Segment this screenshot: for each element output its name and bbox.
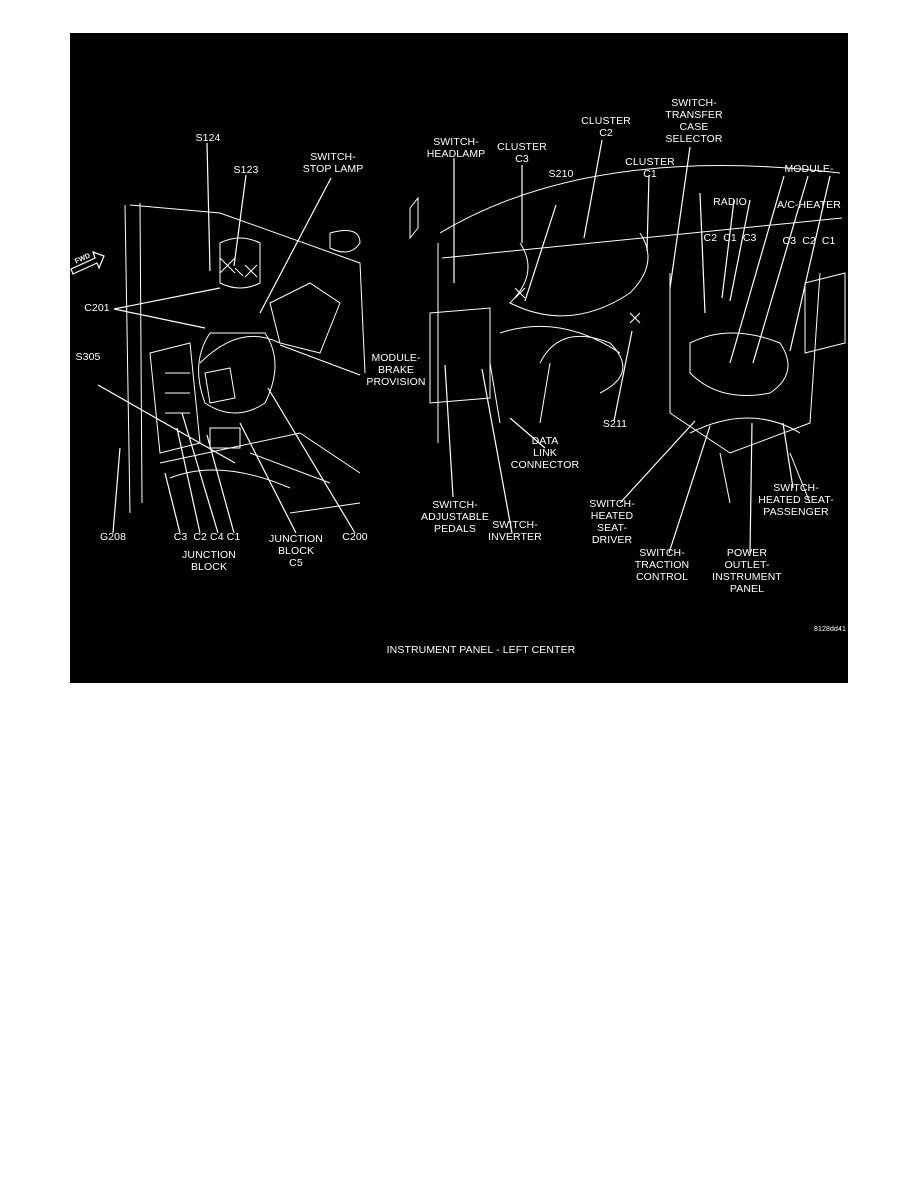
label-power-outlet-instrument-panel: POWER OUTLET- INSTRUMENT PANEL (712, 547, 782, 595)
label-module-brake-provision: MODULE- BRAKE PROVISION (366, 352, 425, 388)
label-line: SWITCH- (492, 519, 538, 531)
label-s124: S124 (195, 132, 221, 144)
label-line: C2 (599, 127, 613, 139)
label-module-ac-heater: MODULE- A/C-HEATER C3 C2 C1 (777, 139, 841, 271)
label-line: BLOCK (277, 545, 315, 557)
wiring-diagram-figure: FWD S124 S123 SWITCH- STOP LAMP C201 S30… (70, 33, 848, 683)
label-switch-headlamp: SWITCH- HEADLAMP (427, 136, 486, 160)
label-line: ADJUSTABLE (421, 511, 489, 523)
label-line: DATA (531, 435, 559, 447)
label-s123: S123 (233, 164, 259, 176)
label-switch-transfer-case-selector: SWITCH- TRANSFER CASE SELECTOR (665, 97, 722, 145)
label-line: SWITCH- (432, 499, 478, 511)
label-line: PROVISION (366, 376, 426, 388)
label-line: OUTLET- (724, 559, 770, 571)
label-switch-traction-control: SWITCH- TRACTION CONTROL (635, 547, 689, 583)
label-line: PEDALS (433, 523, 477, 535)
label-cluster-c1: CLUSTER C1 (625, 156, 675, 180)
label-line: JUNCTION (182, 549, 236, 561)
label-junction-block: JUNCTION BLOCK (182, 549, 236, 573)
label-line: MODULE- (371, 352, 421, 364)
label-switch-heated-seat-driver: SWITCH- HEATED SEAT- DRIVER (589, 498, 635, 546)
label-line: SELECTOR (665, 133, 723, 145)
label-line: CLUSTER (581, 115, 631, 127)
label-line: SWITCH- (671, 97, 717, 109)
label-line: MODULE- (784, 163, 834, 175)
label-line: JUNCTION (269, 533, 323, 545)
label-line: C5 (289, 557, 303, 569)
label-line: C3 C2 C1 (782, 235, 836, 247)
label-cluster-c2: CLUSTER C2 (581, 115, 631, 139)
label-line: BLOCK (190, 561, 228, 573)
label-line: CONTROL (635, 571, 689, 583)
label-line: C2 C1 C3 (703, 232, 757, 244)
label-g208: G208 (99, 531, 127, 543)
label-line: TRANSFER (665, 109, 723, 121)
label-line: DRIVER (591, 534, 633, 546)
label-line: SWITCH- (639, 547, 685, 559)
label-junction-block-c5: JUNCTION BLOCK C5 (269, 533, 323, 569)
label-junction-block-connectors: C3 C2 C4 C1 (173, 531, 241, 543)
label-line: C1 (643, 168, 657, 180)
leader-lines (97, 139, 831, 554)
label-s211: S211 (602, 418, 628, 430)
label-line: CONNECTOR (510, 459, 580, 471)
label-c201: C201 (84, 302, 110, 314)
instrument-panel-drawing (409, 165, 846, 504)
label-line: HEATED SEAT- (758, 494, 834, 506)
label-s305: S305 (75, 351, 101, 363)
label-line: TRACTION (634, 559, 690, 571)
label-line: STOP LAMP (302, 163, 364, 175)
label-line: BRAKE (377, 364, 415, 376)
label-line: PANEL (729, 583, 765, 595)
label-line: RADIO (713, 196, 747, 208)
label-line: SEAT- (596, 522, 628, 534)
figure-code: 8128dd41 (814, 626, 846, 633)
label-line: A/C-HEATER (777, 199, 841, 211)
label-line: POWER (726, 547, 768, 559)
left-kick-panel-drawing (124, 202, 366, 514)
label-switch-inverter: SWITCH- INVERTER (488, 519, 542, 543)
label-line: INSTRUMENT (712, 571, 782, 583)
label-s210: S210 (548, 168, 574, 180)
label-line: C3 (515, 153, 529, 165)
label-line: HEATED (590, 510, 634, 522)
label-c200: C200 (342, 531, 368, 543)
label-line: SWITCH- (773, 482, 819, 494)
label-line: SWITCH- (433, 136, 479, 148)
fwd-arrow-icon (70, 251, 105, 275)
label-line: SWITCH- (310, 151, 356, 163)
diagram-drawing (70, 139, 846, 554)
label-line: PASSENGER (763, 506, 829, 518)
label-line: CASE (679, 121, 709, 133)
label-switch-adjustable-pedals: SWITCH- ADJUSTABLE PEDALS (421, 499, 489, 535)
label-switch-stop-lamp: SWITCH- STOP LAMP (303, 151, 364, 175)
label-line: INVERTER (488, 531, 542, 543)
label-line: HEADLAMP (426, 148, 486, 160)
figure-caption: INSTRUMENT PANEL - LEFT CENTER (386, 644, 576, 656)
label-data-link-connector: DATA LINK CONNECTOR (511, 435, 579, 471)
label-radio: RADIO C2 C1 C3 (704, 172, 757, 268)
label-line: CLUSTER (625, 156, 675, 168)
label-line: LINK (533, 447, 557, 459)
label-cluster-c3: CLUSTER C3 (497, 141, 547, 165)
label-switch-heated-seat-passenger: SWITCH- HEATED SEAT- PASSENGER (758, 482, 834, 518)
label-line: CLUSTER (497, 141, 547, 153)
label-line: SWITCH- (589, 498, 635, 510)
